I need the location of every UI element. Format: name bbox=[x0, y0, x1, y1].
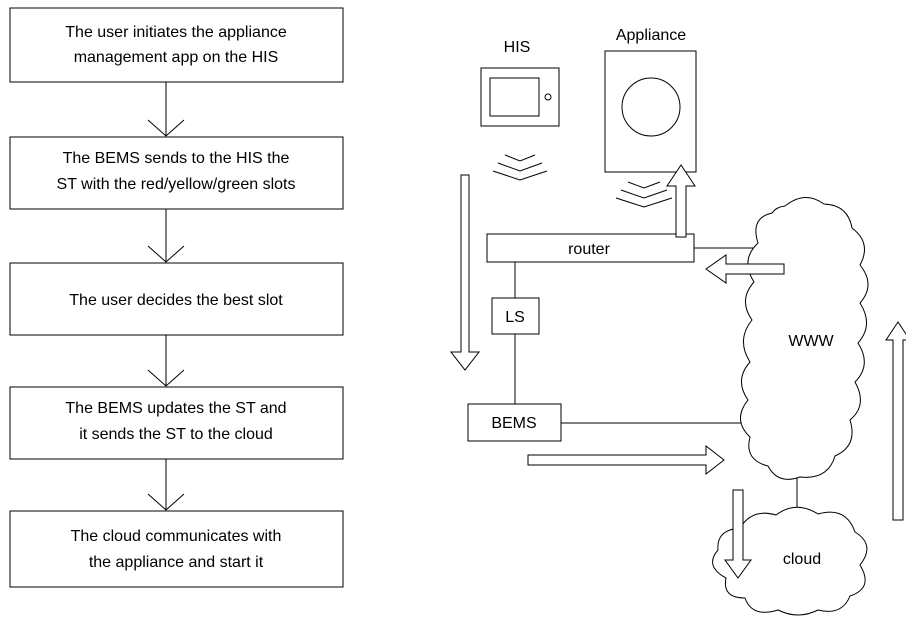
network-diagram: HIS Appliance bbox=[449, 27, 906, 616]
his-wireless-signal-icon bbox=[492, 154, 548, 181]
appliance-wireless-signal-icon bbox=[615, 181, 673, 208]
appliance-device bbox=[604, 50, 697, 173]
router: router bbox=[486, 233, 695, 263]
his-device bbox=[480, 67, 560, 127]
his-label: HIS bbox=[504, 39, 531, 56]
appliance-label: Appliance bbox=[616, 27, 686, 44]
flow-step-4: The BEMS updates the ST and it sends the… bbox=[9, 386, 344, 460]
flow-step-3: The user decides the best slot bbox=[9, 262, 344, 336]
www-cloud: WWW bbox=[740, 197, 869, 480]
flow-arrow-3 bbox=[147, 335, 185, 387]
flow-step-2-line-2: ST with the red/yellow/green slots bbox=[57, 176, 296, 193]
router-label: router bbox=[568, 241, 610, 258]
flow-step-1-line-2: management app on the HIS bbox=[74, 49, 279, 66]
flow-arrow-4 bbox=[147, 459, 185, 511]
flow-step-4-line-1: The BEMS updates the ST and bbox=[65, 400, 286, 417]
ls-box: LS bbox=[491, 297, 540, 335]
cloud-label: cloud bbox=[783, 551, 821, 568]
flow-step-3-line-1: The user decides the best slot bbox=[69, 292, 283, 309]
left-arrow-www-to-router bbox=[705, 254, 785, 284]
down-arrow-www-to-cloud bbox=[724, 489, 752, 579]
flow-step-4-line-2: it sends the ST to the cloud bbox=[79, 426, 273, 443]
flow-step-2-line-1: The BEMS sends to the HIS the bbox=[63, 150, 290, 167]
flow-step-1-line-1: The user initiates the appliance bbox=[65, 24, 287, 41]
flowchart: The user initiates the appliance managem… bbox=[9, 7, 344, 588]
www-label: WWW bbox=[788, 333, 834, 350]
flow-step-5-line-2: the appliance and start it bbox=[89, 554, 264, 571]
flow-step-5: The cloud communicates with the applianc… bbox=[9, 510, 344, 588]
flow-step-5-line-1: The cloud communicates with bbox=[71, 528, 282, 545]
flow-arrow-2 bbox=[147, 209, 185, 263]
cloud: cloud bbox=[712, 506, 868, 616]
up-arrow-router-to-appliance bbox=[666, 164, 696, 238]
down-arrow-his-to-bems bbox=[449, 174, 481, 371]
flow-arrow-1 bbox=[147, 82, 185, 137]
bems-box: BEMS bbox=[467, 403, 562, 442]
flow-step-2: The BEMS sends to the HIS the ST with th… bbox=[9, 136, 344, 210]
flow-step-1: The user initiates the appliance managem… bbox=[9, 7, 344, 83]
up-arrow-cloud-to-www bbox=[885, 321, 906, 521]
ls-label: LS bbox=[505, 309, 525, 326]
bems-label: BEMS bbox=[491, 415, 536, 432]
right-arrow-bems-to-www bbox=[527, 444, 725, 476]
